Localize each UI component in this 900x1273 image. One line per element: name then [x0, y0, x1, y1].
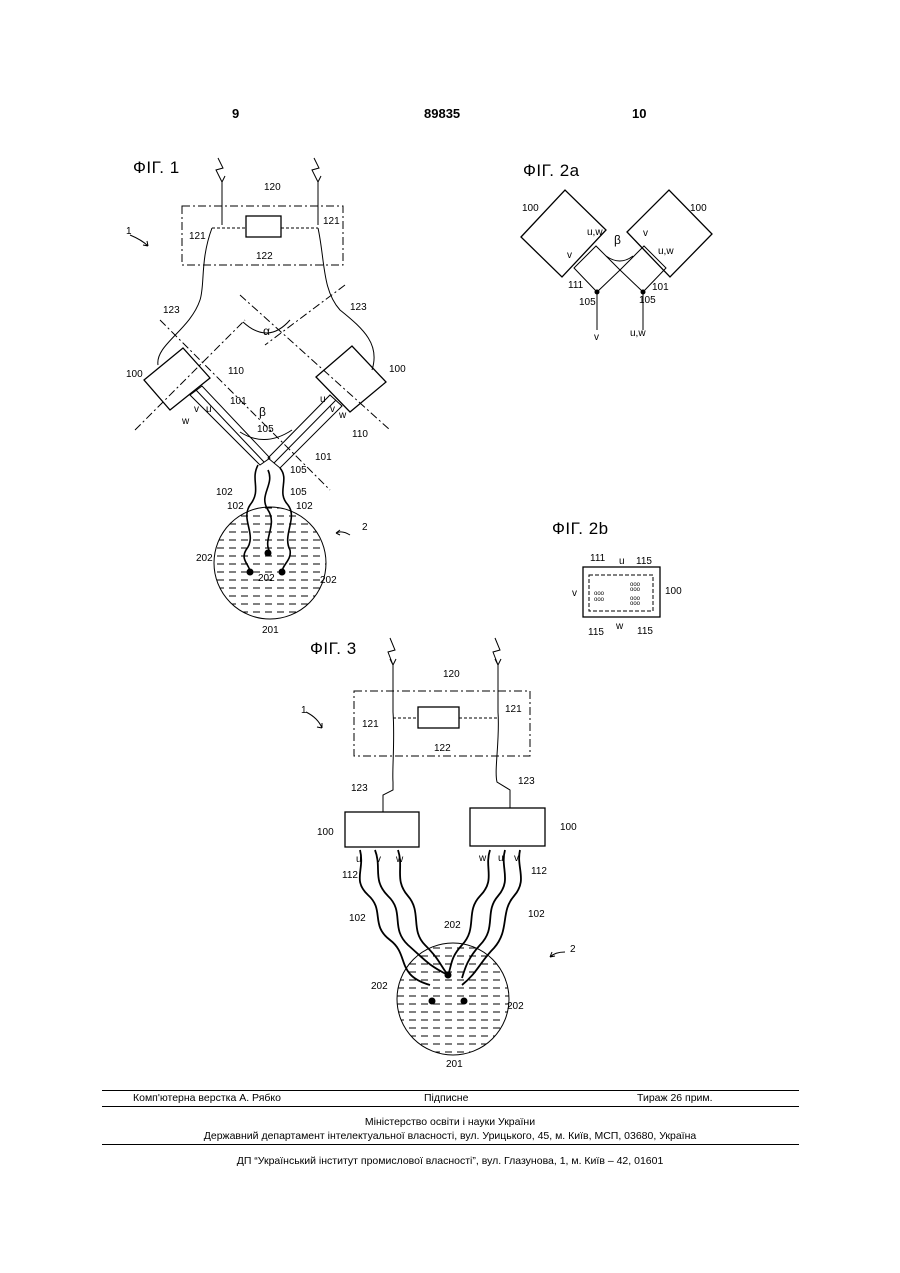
svg-text:β: β: [614, 233, 621, 247]
svg-text:100: 100: [522, 203, 539, 214]
svg-text:u: u: [619, 556, 625, 567]
footer-rule-top: [102, 1090, 799, 1091]
svg-text:202: 202: [320, 575, 337, 586]
fig3-drawing: [306, 638, 565, 1055]
svg-text:105: 105: [639, 295, 656, 306]
svg-text:α: α: [263, 324, 270, 338]
svg-text:100: 100: [665, 586, 682, 597]
svg-text:201: 201: [446, 1059, 463, 1070]
footer-rule-middle: [102, 1106, 799, 1107]
svg-text:112: 112: [342, 870, 358, 881]
svg-text:v: v: [514, 853, 519, 864]
svg-text:u: u: [320, 394, 326, 405]
svg-text:111: 111: [568, 280, 584, 291]
ministry: Міністерство освіти і науки України: [0, 1116, 900, 1128]
circulation: Тираж 26 прим.: [637, 1092, 713, 1104]
svg-text:ooo: ooo: [630, 601, 641, 607]
svg-text:v: v: [594, 332, 599, 343]
svg-text:102: 102: [227, 501, 244, 512]
signed-label: Підписне: [424, 1092, 468, 1104]
svg-text:105: 105: [290, 487, 307, 498]
svg-text:w: w: [615, 621, 624, 632]
svg-text:v: v: [376, 854, 381, 865]
svg-text:u: u: [356, 854, 362, 865]
svg-text:u,w: u,w: [587, 227, 603, 238]
svg-text:101: 101: [230, 396, 247, 407]
fig1-drawing: [130, 158, 390, 619]
svg-text:v: v: [330, 404, 335, 415]
svg-text:100: 100: [317, 827, 334, 838]
svg-text:2: 2: [570, 944, 576, 955]
svg-text:ooo: ooo: [594, 597, 605, 603]
fig2a-drawing: [521, 190, 712, 330]
footer-rule-bottom: [102, 1144, 799, 1145]
svg-text:v: v: [194, 404, 199, 415]
svg-text:110: 110: [228, 366, 244, 377]
fig2b-labels: 111 u 115 v 100 115 w 115: [572, 553, 682, 638]
svg-text:202: 202: [258, 573, 275, 584]
fig2a-labels: 100 100 u,w v β v u,w 111 101 105 105 v …: [522, 203, 707, 343]
svg-text:201: 201: [262, 625, 279, 636]
svg-text:w: w: [478, 853, 487, 864]
svg-text:v: v: [643, 228, 648, 239]
svg-text:102: 102: [296, 501, 313, 512]
svg-text:100: 100: [389, 364, 406, 375]
svg-text:121: 121: [323, 216, 340, 227]
svg-text:101: 101: [315, 452, 332, 463]
svg-text:100: 100: [126, 369, 143, 380]
svg-text:w: w: [395, 854, 404, 865]
svg-text:105: 105: [257, 424, 274, 435]
svg-text:202: 202: [371, 981, 388, 992]
fig2b-drawing: oooooo oooooo oooooo: [583, 567, 660, 617]
svg-text:121: 121: [362, 719, 379, 730]
svg-text:v: v: [567, 250, 572, 261]
svg-text:121: 121: [189, 231, 206, 242]
svg-text:123: 123: [518, 776, 535, 787]
svg-text:102: 102: [349, 913, 366, 924]
svg-text:w: w: [338, 410, 347, 421]
svg-text:w: w: [181, 416, 190, 427]
svg-text:105: 105: [579, 297, 596, 308]
svg-text:β: β: [259, 405, 266, 419]
svg-text:1: 1: [126, 226, 132, 237]
svg-text:123: 123: [351, 783, 368, 794]
svg-text:v: v: [572, 588, 577, 599]
svg-text:123: 123: [350, 302, 367, 313]
svg-text:u: u: [206, 404, 212, 415]
svg-text:112: 112: [531, 866, 547, 877]
svg-text:100: 100: [690, 203, 707, 214]
svg-text:110: 110: [352, 429, 368, 440]
svg-text:115: 115: [637, 626, 653, 637]
svg-text:u,w: u,w: [658, 246, 674, 257]
svg-text:122: 122: [434, 743, 451, 754]
layout-credit: Комп'ютерна верстка А. Рябко: [133, 1092, 281, 1104]
svg-text:202: 202: [444, 920, 461, 931]
svg-text:102: 102: [216, 487, 233, 498]
svg-text:123: 123: [163, 305, 180, 316]
svg-text:u,w: u,w: [630, 328, 646, 339]
svg-text:202: 202: [196, 553, 213, 564]
department: Державний департамент інтелектуальної вл…: [0, 1130, 900, 1142]
svg-text:100: 100: [560, 822, 577, 833]
svg-text:ooo: ooo: [630, 587, 641, 593]
svg-text:102: 102: [528, 909, 545, 920]
institute: ДП “Український інститут промислової вла…: [0, 1155, 900, 1167]
svg-text:101: 101: [652, 282, 669, 293]
svg-text:105: 105: [290, 465, 307, 476]
svg-text:115: 115: [636, 556, 652, 567]
svg-text:120: 120: [264, 182, 281, 193]
svg-text:2: 2: [362, 522, 368, 533]
svg-text:1: 1: [301, 705, 307, 716]
svg-text:111: 111: [590, 553, 606, 564]
svg-text:115: 115: [588, 627, 604, 638]
svg-text:202: 202: [507, 1001, 524, 1012]
svg-text:120: 120: [443, 669, 460, 680]
svg-text:u: u: [498, 853, 504, 864]
svg-text:122: 122: [256, 251, 273, 262]
svg-text:121: 121: [505, 704, 522, 715]
